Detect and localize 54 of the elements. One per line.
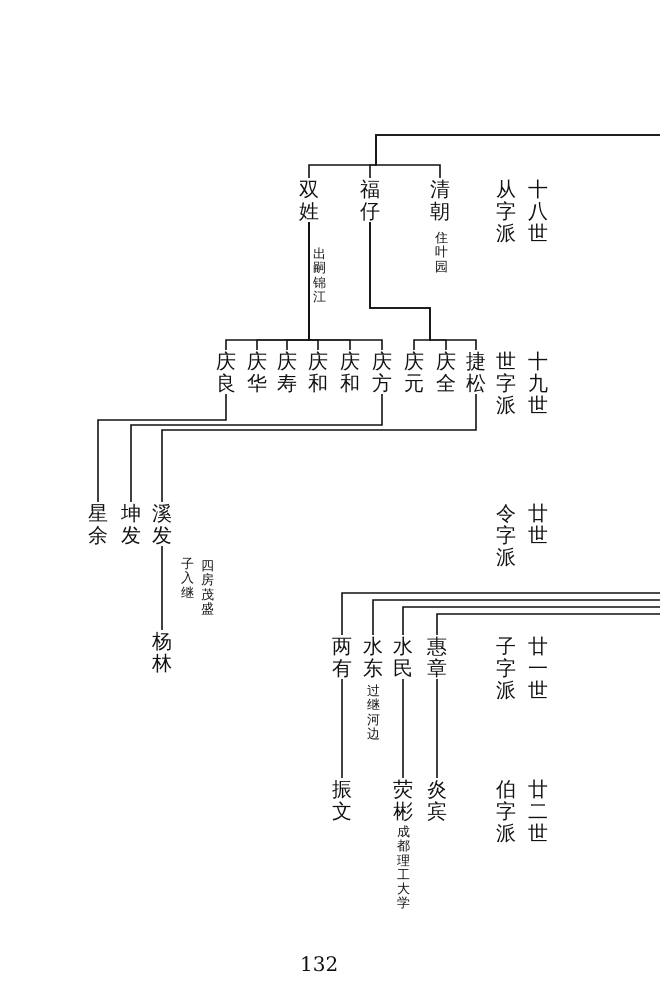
person-name: 水民 <box>393 635 413 679</box>
edge-label: 子入继 <box>181 558 194 601</box>
person-name: 庆和 <box>308 350 328 394</box>
person-name: 庆华 <box>247 350 267 394</box>
person-name: 捷松 <box>466 350 486 394</box>
tree-line <box>130 394 383 502</box>
person-name: 坤发 <box>121 502 141 546</box>
tree-line <box>341 592 660 635</box>
tree-line <box>225 222 310 350</box>
person-name: 荧彬 <box>393 778 413 822</box>
person-name: 庆全 <box>436 350 456 394</box>
person-name: 庆良 <box>216 350 236 394</box>
person-name: 振文 <box>332 778 352 822</box>
person-name: 双姓 <box>299 178 319 222</box>
annotation-note: 成都理工大学 <box>397 826 410 912</box>
person-name: 庆方 <box>372 350 392 394</box>
generation-label: 廿一世 <box>528 635 548 701</box>
tree-line <box>369 222 431 350</box>
generation-label: 十八世 <box>528 178 548 244</box>
person-name: 水东 <box>363 635 383 679</box>
person-name: 星余 <box>88 502 108 546</box>
generation-label: 世字派 <box>496 350 516 416</box>
tree-line <box>402 679 404 778</box>
person-name: 清朝 <box>430 178 450 222</box>
annotation-note: 出嗣锦江 <box>313 248 326 306</box>
person-name: 溪发 <box>152 502 172 546</box>
tree-line <box>341 679 343 778</box>
tree-line <box>161 394 477 502</box>
generation-label: 令字派 <box>496 502 516 568</box>
generation-label: 伯字派 <box>496 778 516 844</box>
tree-line <box>372 599 660 635</box>
person-name: 惠章 <box>427 635 447 679</box>
person-name: 庆和 <box>340 350 360 394</box>
generation-label: 十九世 <box>528 350 548 416</box>
generation-label: 子字派 <box>496 635 516 701</box>
tree-line <box>436 679 438 778</box>
person-name: 炎宾 <box>427 778 447 822</box>
annotation-note: 过继河边 <box>367 685 380 742</box>
person-name: 庆元 <box>404 350 424 394</box>
tree-line <box>97 394 227 502</box>
person-name: 庆寿 <box>277 350 297 394</box>
generation-label: 从字派 <box>496 178 516 244</box>
annotation-note: 住叶园 <box>435 232 448 275</box>
person-name: 福仔 <box>360 178 380 222</box>
person-name: 杨林 <box>152 630 172 674</box>
person-name: 两有 <box>332 635 352 679</box>
tree-line <box>308 134 660 178</box>
generation-label: 廿二世 <box>528 778 548 844</box>
page-number: 132 <box>300 952 338 976</box>
tree-line <box>161 546 163 630</box>
generation-label: 四房茂盛 <box>201 560 214 618</box>
tree-line <box>436 613 660 635</box>
generation-label: 廿世 <box>528 502 548 546</box>
tree-line <box>402 606 660 635</box>
